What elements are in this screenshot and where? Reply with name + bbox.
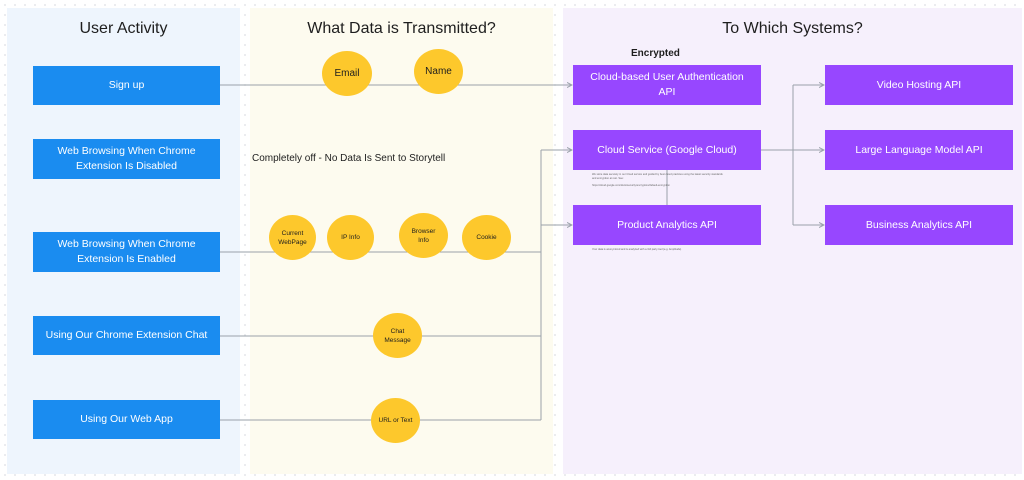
cloud-service-note-line-3: https://cloud.google.com/docs/security/e…: [592, 184, 670, 187]
data-current-webpage: Current WebPage: [269, 215, 316, 260]
system-llm-api: Large Language Model API: [825, 130, 1013, 170]
data-email: Email: [322, 51, 372, 96]
system-cloud-service: Cloud Service (Google Cloud): [573, 130, 761, 170]
data-ip-info: IP Info: [327, 215, 374, 260]
data-transmitted-title: What Data is Transmitted?: [307, 20, 496, 37]
activity-web-app: Using Our Web App: [33, 400, 220, 439]
data-name: Name: [414, 49, 463, 94]
data-chat-message: Chat Message: [373, 313, 422, 358]
systems-title: To Which Systems?: [722, 20, 863, 37]
system-product-analytics: Product Analytics API: [573, 205, 761, 245]
system-business-analytics: Business Analytics API: [825, 205, 1013, 245]
data-browser-info: Browser Info: [399, 213, 448, 258]
system-video-hosting: Video Hosting API: [825, 65, 1013, 105]
cloud-service-note-line-2: and encryption at rest. See:: [592, 177, 624, 180]
activity-browsing-enabled: Web Browsing When Chrome Extension Is En…: [33, 232, 220, 272]
completely-off-note: Completely off - No Data Is Sent to Stor…: [252, 153, 446, 164]
activity-extension-chat: Using Our Chrome Extension Chat: [33, 316, 220, 355]
activity-signup: Sign up: [33, 66, 220, 105]
system-auth-api: Cloud-based User Authentication API: [573, 65, 761, 105]
user-activity-title: User Activity: [79, 20, 168, 37]
cloud-service-note-line-1: We store data securely in our Cloud serv…: [592, 173, 723, 176]
activity-browsing-disabled: Web Browsing When Chrome Extension Is Di…: [33, 139, 220, 179]
encrypted-label: Encrypted: [631, 48, 680, 59]
analytics-note: Your data is anonymized and is analyzed …: [592, 248, 682, 251]
data-url-or-text: URL or Text: [371, 398, 420, 443]
data-cookie: Cookie: [462, 215, 511, 260]
